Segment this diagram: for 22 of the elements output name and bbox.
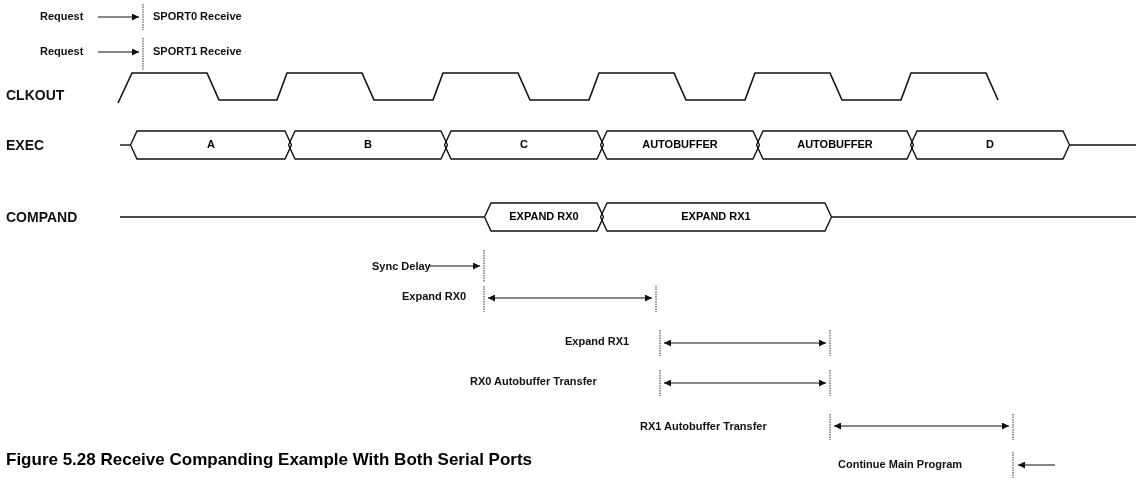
timing-label: RX1 Autobuffer Transfer <box>640 420 767 433</box>
bus-segment: B <box>288 130 448 160</box>
bus-segment: AUTOBUFFER <box>756 130 914 160</box>
bus-segment: A <box>130 130 292 160</box>
timing-label: SPORT0 Receive <box>153 10 242 23</box>
signal-name: EXEC <box>6 137 45 153</box>
figure-caption: Figure 5.28 Receive Companding Example With Both Serial Ports <box>6 450 533 470</box>
bus-segment: D <box>910 130 1070 160</box>
bus-segment: AUTOBUFFER <box>600 130 760 160</box>
timing-label: RX0 Autobuffer Transfer <box>470 375 597 388</box>
timing-label: Request <box>40 45 84 58</box>
bus-segment: C <box>444 130 604 160</box>
signal-name: COMPAND <box>6 209 78 225</box>
bus-segment: EXPAND RX1 <box>600 202 832 232</box>
timing-label: SPORT1 Receive <box>153 45 242 58</box>
bus-segment: EXPAND RX0 <box>484 202 604 232</box>
timing-label: Continue Main Program <box>838 458 963 471</box>
timing-label: Expand RX0 <box>402 290 467 303</box>
signal-name: CLKOUT <box>6 87 65 103</box>
timing-label: Expand RX1 <box>565 335 630 348</box>
timing-label: Request <box>40 10 84 23</box>
timing-label: Sync Delay <box>372 260 431 273</box>
